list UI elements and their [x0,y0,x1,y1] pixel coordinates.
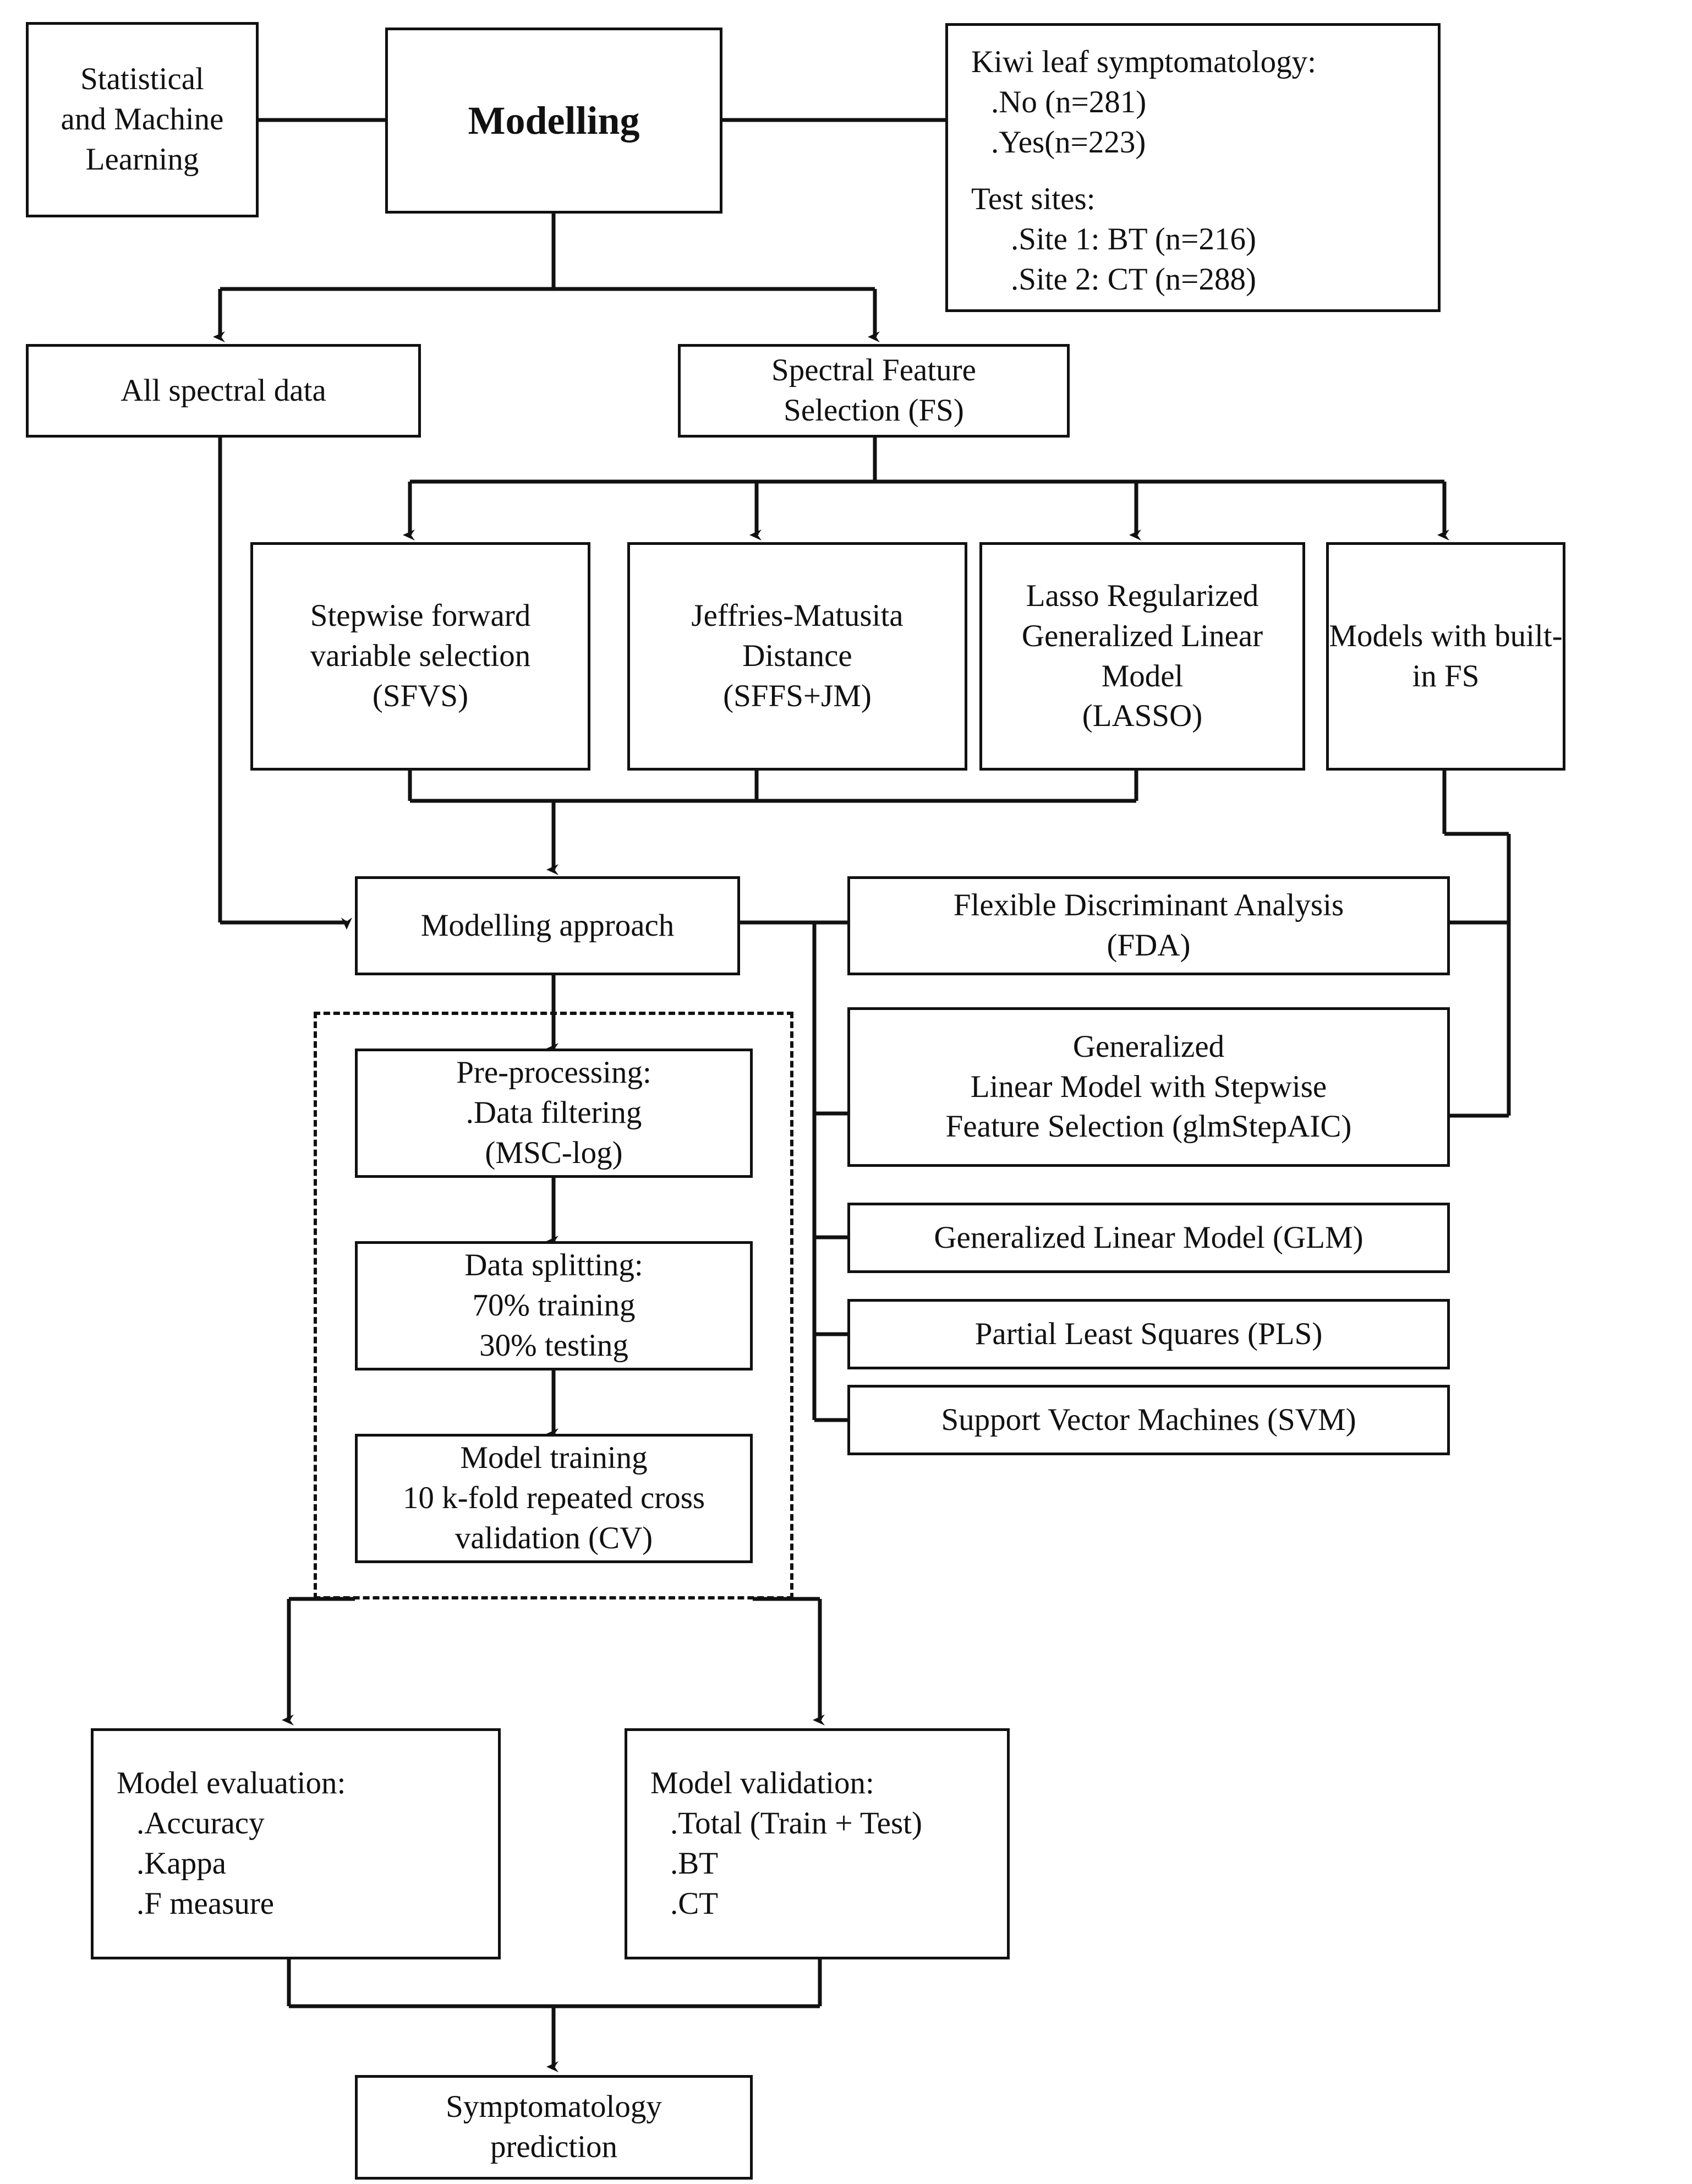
svm-label: Support Vector Machines (SVM) [941,1402,1356,1437]
node-lasso[interactable]: Lasso Regularized Generalized Linear Mod… [979,542,1305,771]
data-splitting-line-1: Data splitting: [464,1248,643,1283]
model-evaluation-line-4: .F measure [136,1886,275,1921]
all-spectral-data-label: All spectral data [121,373,326,408]
model-training-line-1: Model training [460,1440,648,1476]
prediction-line-1: Symptomatology [446,2089,662,2125]
node-data-splitting[interactable]: Data splitting: 70% training 30% testing [355,1241,753,1371]
glmstepaic-line-1: Generalized [1072,1029,1225,1064]
lasso-line-4: (LASSO) [1082,698,1203,734]
cv-pipeline-dashed-frame [314,1012,793,1599]
preprocessing-line-1: Pre-processing: [456,1055,651,1090]
lasso-line-3: Model [1101,658,1184,694]
kiwi-line-4 [971,163,1432,179]
node-models-builtin-fs[interactable]: Models with built- in FS [1326,542,1565,771]
kiwi-line-7: .Site 2: CT (n=288) [1011,261,1256,297]
sfs-line-1: Spectral Feature [771,353,976,388]
kiwi-line-5: Test sites: [971,181,1096,216]
glmstepaic-line-3: Feature Selection (glmStepAIC) [945,1109,1352,1144]
sfvs-line-2: variable selection [310,638,531,674]
data-splitting-line-3: 30% testing [479,1328,628,1363]
node-sfvs[interactable]: Stepwise forward variable selection (SFV… [250,542,590,771]
node-svm[interactable]: Support Vector Machines (SVM) [847,1385,1450,1455]
lasso-line-2: Generalized Linear [1021,618,1263,653]
node-symptomatology-prediction[interactable]: Symptomatology prediction [355,2075,753,2180]
model-evaluation-line-3: .Kappa [136,1846,227,1881]
node-glmstepaic[interactable]: Generalized Linear Model with Stepwise F… [847,1007,1450,1167]
model-validation-line-4: .CT [670,1886,719,1921]
node-model-evaluation[interactable]: Model evaluation: .Accuracy .Kappa .F me… [91,1728,501,1959]
modelling-approach-label: Modelling approach [420,908,675,943]
node-sffs-jm[interactable]: Jeffries-Matusita Distance (SFFS+JM) [627,542,967,771]
sffsjm-line-3: (SFFS+JM) [723,678,872,713]
node-model-training[interactable]: Model training 10 k-fold repeated cross … [355,1434,753,1563]
model-training-line-3: validation (CV) [455,1520,653,1555]
statistical-ml-line-2: and Machine [61,102,224,137]
node-statistical-machine-learning[interactable]: Statistical and Machine Learning [26,22,259,217]
kiwi-line-1: Kiwi leaf symptomatology: [971,45,1316,79]
statistical-ml-line-3: Learning [85,141,199,177]
builtinfs-line-2: in FS [1412,658,1480,694]
kiwi-line-3: .Yes(n=223) [991,124,1146,160]
prediction-line-2: prediction [490,2130,618,2164]
pls-label: Partial Least Squares (PLS) [974,1316,1323,1351]
sfvs-line-1: Stepwise forward [310,598,531,634]
node-glm[interactable]: Generalized Linear Model (GLM) [847,1203,1450,1273]
model-evaluation-line-1: Model evaluation: [117,1766,346,1801]
node-model-validation[interactable]: Model validation: .Total (Train + Test) … [625,1728,1010,1959]
statistical-ml-line-1: Statistical [80,62,204,97]
preprocessing-line-2: .Data filtering [466,1095,642,1131]
kiwi-line-6: .Site 1: BT (n=216) [1011,221,1256,256]
fda-line-2: (FDA) [1107,928,1191,963]
node-kiwi-leaf-symptomatology[interactable]: Kiwi leaf symptomatology: .No (n=281) .Y… [945,23,1441,312]
glmstepaic-line-2: Linear Model with Stepwise [970,1069,1327,1104]
model-evaluation-line-2: .Accuracy [136,1806,265,1841]
sffsjm-line-1: Jeffries-Matusita [691,598,904,634]
sfs-line-2: Selection (FS) [784,393,964,428]
node-modelling-approach[interactable]: Modelling approach [355,876,740,975]
sffsjm-line-2: Distance [742,638,852,674]
model-training-line-2: 10 k-fold repeated cross [402,1481,705,1516]
lasso-line-1: Lasso Regularized [1026,578,1259,613]
node-fda[interactable]: Flexible Discriminant Analysis (FDA) [847,876,1450,975]
model-validation-line-2: .Total (Train + Test) [670,1806,922,1841]
node-pls[interactable]: Partial Least Squares (PLS) [847,1299,1450,1369]
glm-label: Generalized Linear Model (GLM) [934,1220,1364,1255]
node-all-spectral-data[interactable]: All spectral data [26,344,421,438]
preprocessing-line-3: (MSC-log) [485,1135,623,1170]
sfvs-line-3: (SFVS) [372,678,469,713]
modelling-label: Modelling [468,98,640,143]
node-preprocessing[interactable]: Pre-processing: .Data filtering (MSC-log… [355,1049,753,1178]
model-validation-line-1: Model validation: [650,1766,874,1801]
data-splitting-line-2: 70% training [472,1288,636,1323]
model-validation-line-3: .BT [670,1846,719,1881]
fda-line-1: Flexible Discriminant Analysis [953,888,1344,923]
node-spectral-feature-selection[interactable]: Spectral Feature Selection (FS) [678,344,1070,438]
node-modelling[interactable]: Modelling [385,28,722,214]
builtinfs-line-1: Models with built- [1329,618,1563,653]
kiwi-line-2: .No (n=281) [991,84,1147,119]
